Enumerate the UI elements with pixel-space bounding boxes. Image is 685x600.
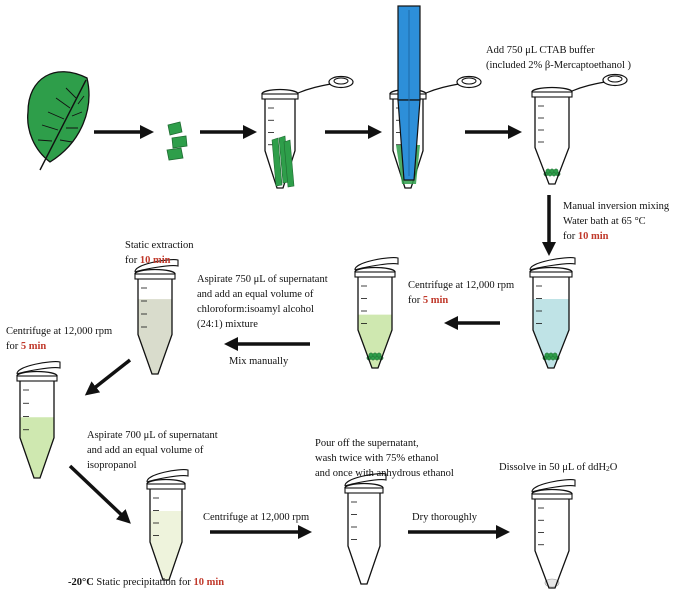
centrifuge2-prefix: for	[6, 341, 21, 352]
wash-line2: wash twice with 75% ethanol	[315, 453, 439, 464]
dissolve-label: Dissolve in 50 μL of ddH2O	[499, 460, 617, 476]
static-extraction-time: 10 min	[139, 255, 171, 266]
static-extraction-label: Static extraction for 10 min	[125, 238, 194, 268]
centrifuge2-label: Centrifuge at 12,000 rpm for 5 min	[6, 324, 112, 354]
leaf-strips-icon	[166, 121, 188, 161]
inversion-line1: Manual inversion mixing	[563, 201, 670, 212]
mix-manually-label: Mix manually	[229, 356, 289, 367]
centrifuge1-time: 5 min	[422, 295, 449, 306]
dry-label: Dry thoroughly	[412, 512, 478, 523]
precipitation-time: 10 min	[193, 577, 225, 588]
precipitation-label: -20°C Static precipitation for 10 min	[68, 575, 224, 590]
tube-icon	[261, 75, 354, 189]
precipitation-text: Static precipitation for	[93, 577, 194, 588]
pestle-icon	[397, 5, 421, 181]
inversion-time: 10 min	[577, 231, 609, 242]
centrifuge1-line1: Centrifuge at 12,000 rpm	[408, 280, 515, 291]
aspirate750-line1: Aspirate 750 μL of supernatant	[197, 274, 328, 285]
tube-icon	[134, 259, 179, 375]
inversion-label: Manual inversion mixing Water bath at 65…	[563, 199, 669, 244]
arrow-icon	[84, 358, 132, 396]
dissolve-subscript: 2	[606, 464, 610, 473]
wash-line3: and once with anhydrous ethanol	[315, 468, 454, 479]
static-extraction-line2: for 10 min	[125, 253, 194, 268]
centrifuge3-label: Centrifuge at 12,000 rpm	[203, 512, 310, 523]
add-ctab-line1: Add 750 μL CTAB buffer	[486, 45, 595, 56]
leaf-icon	[27, 71, 90, 171]
centrifuge1-line2: for 5 min	[408, 293, 514, 308]
centrifuge1-prefix: for	[408, 295, 423, 306]
centrifuge2-line2: for 5 min	[6, 339, 112, 354]
wash-label: Pour off the supernatant, wash twice wit…	[315, 436, 454, 481]
aspirate750-line2: and add an equal volume of	[197, 289, 314, 300]
centrifuge2-line1: Centrifuge at 12,000 rpm	[6, 326, 113, 337]
inversion-line2: Water bath at 65 °C	[563, 216, 646, 227]
tube-icon	[146, 469, 189, 581]
aspirate700-line3: isopropanol	[87, 460, 137, 471]
arrow-icon	[68, 464, 131, 524]
aspirate750-line4: (24:1) mixture	[197, 319, 258, 330]
tube-icon	[531, 479, 576, 589]
add-ctab-line2: (included 2% β-Mercaptoethanol )	[486, 60, 631, 71]
aspirate700-line1: Aspirate 700 μL of supernatant	[87, 430, 218, 441]
static-extraction-prefix: for	[125, 255, 140, 266]
dissolve-suffix: O	[609, 462, 618, 473]
centrifuge2-time: 5 min	[20, 341, 47, 352]
static-extraction-line1: Static extraction	[125, 240, 194, 251]
aspirate750-line3: chloroform:isoamyl alcohol	[197, 304, 314, 315]
aspirate700-label: Aspirate 700 μL of supernatant and add a…	[87, 428, 218, 473]
inversion-prefix: for	[563, 231, 578, 242]
tube-icon	[16, 361, 61, 479]
tube-icon	[354, 257, 399, 369]
dissolve-prefix: Dissolve in 50 μL of ddH	[499, 462, 607, 473]
add-ctab-label: Add 750 μL CTAB buffer (included 2% β-Me…	[486, 43, 631, 73]
aspirate750-label: Aspirate 750 μL of supernatant and add a…	[197, 272, 328, 332]
aspirate700-line2: and add an equal volume of	[87, 445, 204, 456]
wash-line1: Pour off the supernatant,	[315, 438, 419, 449]
centrifuge1-label: Centrifuge at 12,000 rpm for 5 min	[408, 278, 514, 308]
tube-icon	[531, 73, 628, 185]
precipitation-temp: -20°C	[68, 577, 94, 588]
tube-icon	[529, 257, 576, 369]
tube-icon	[344, 473, 387, 585]
inversion-line3: for 10 min	[563, 229, 669, 244]
